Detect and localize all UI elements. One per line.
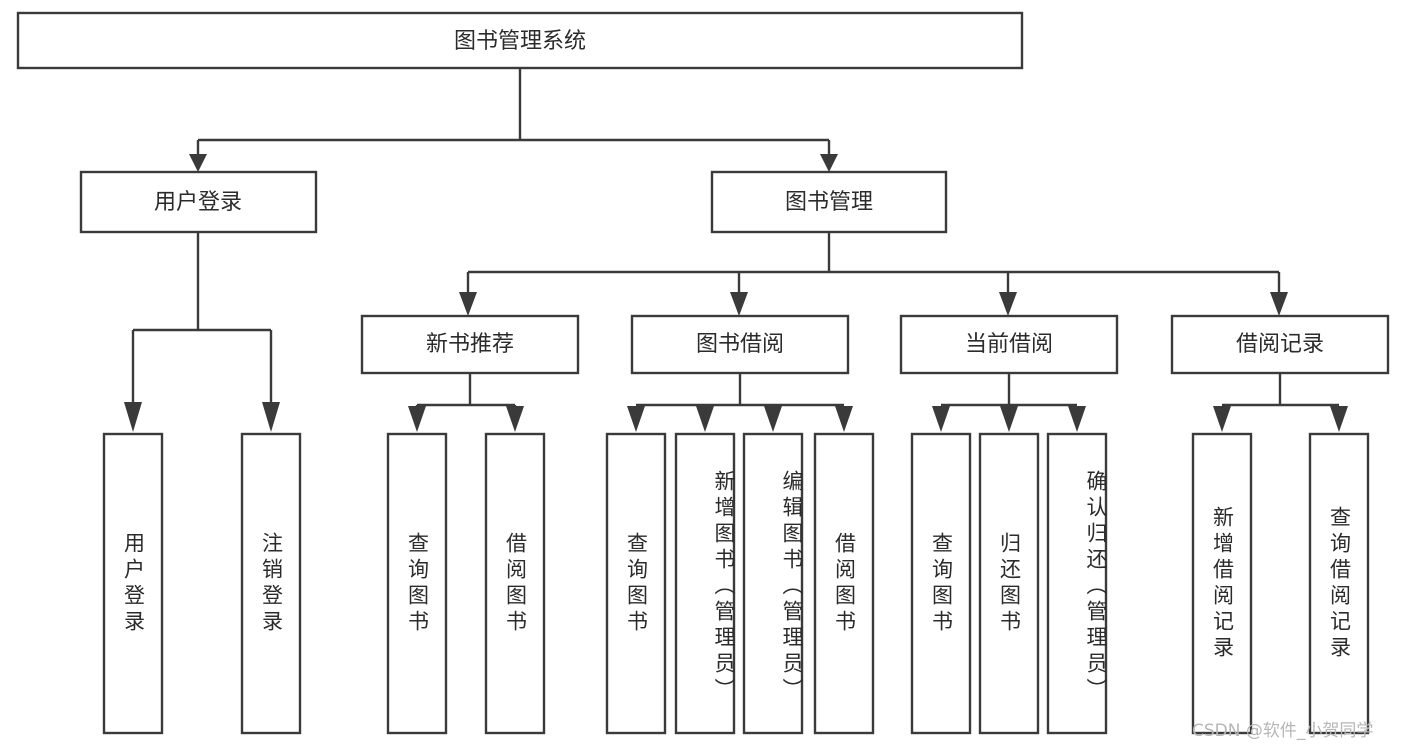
arrow-head-currentborrow-leaf-3 [1068,406,1086,432]
node-borrow-record[interactable]: 借阅记录 [1170,314,1390,375]
leaf-box-bookborrow-lend[interactable] [813,432,875,735]
arrow-head-book-borrow [730,292,748,316]
node-new-book-recommend[interactable]: 新书推荐 [360,314,580,375]
leaf-box-record-add[interactable] [1191,432,1253,735]
leaf-box-newbook-query[interactable] [386,432,448,735]
csdn-watermark: CSDN @软件_小贺同学 [1192,721,1374,741]
arrow-head-book-mgmt [820,154,838,172]
node-user-login-label: 用户登录 [154,190,242,215]
leaf-box-logout[interactable] [240,432,302,735]
node-book-borrow-box[interactable] [630,314,850,375]
leaf-box-currentborrow-query[interactable] [910,432,972,735]
arrow-head-borrow-record [1270,292,1288,316]
node-current-borrow-box[interactable] [899,314,1119,375]
leaf-box-bookborrow-edit[interactable] [742,432,804,735]
leaf-box-currentborrow-confirm[interactable] [1046,432,1108,735]
node-book-borrow[interactable]: 图书借阅 [630,314,850,375]
node-new-book-recommend-label: 新书推荐 [426,332,514,357]
arrow-head-bookborrow-leaf-1 [627,406,645,432]
leaf-box-currentborrow-return[interactable] [978,432,1040,735]
leaf-box-newbook-borrow[interactable] [484,432,546,735]
arrow-head-currentborrow-leaf-1 [932,406,950,432]
node-borrow-record-box[interactable] [1170,314,1390,375]
node-current-borrow[interactable]: 当前借阅 [899,314,1119,375]
arrow-head-user-login [189,154,207,172]
arrow-head-new-book [459,292,477,316]
arrow-head-newbook-leaf-2 [506,406,524,432]
arrow-head-bookborrow-leaf-3 [764,406,782,432]
arrow-head-newbook-leaf-1 [408,406,426,432]
arrow-head-borrowrecord-leaf-2 [1330,406,1348,432]
node-root[interactable]: 图书管理系统 [16,11,1024,70]
arrow-head-bookborrow-leaf-4 [835,406,853,432]
leaf-box-user-login[interactable] [102,432,164,735]
node-current-borrow-label: 当前借阅 [965,332,1053,357]
node-user-login[interactable]: 用户登录 [79,170,318,234]
arrow-head-borrowrecord-leaf-1 [1213,406,1231,432]
node-root-label: 图书管理系统 [454,29,586,54]
arrow-head-currentborrow-leaf-2 [1000,406,1018,432]
arrow-head-bookborrow-leaf-2 [696,406,714,432]
arrow-head-current-borrow [999,292,1017,316]
leaf-box-bookborrow-add[interactable] [674,432,736,735]
node-book-borrow-label: 图书借阅 [696,332,784,357]
connector-layer [124,68,1348,432]
leaf-box-bookborrow-query[interactable] [605,432,667,735]
node-user-login-box[interactable] [79,170,318,234]
node-book-management-box[interactable] [710,170,948,234]
node-new-book-recommend-box[interactable] [360,314,580,375]
node-root-box[interactable] [16,11,1024,70]
node-book-management-label: 图书管理 [785,190,873,215]
leaf-box-record-query[interactable] [1308,432,1370,735]
arrow-head-leaf-logout [262,402,280,432]
node-borrow-record-label: 借阅记录 [1236,332,1324,357]
node-book-management[interactable]: 图书管理 [710,170,948,234]
arrow-head-leaf-user-login [124,402,142,432]
